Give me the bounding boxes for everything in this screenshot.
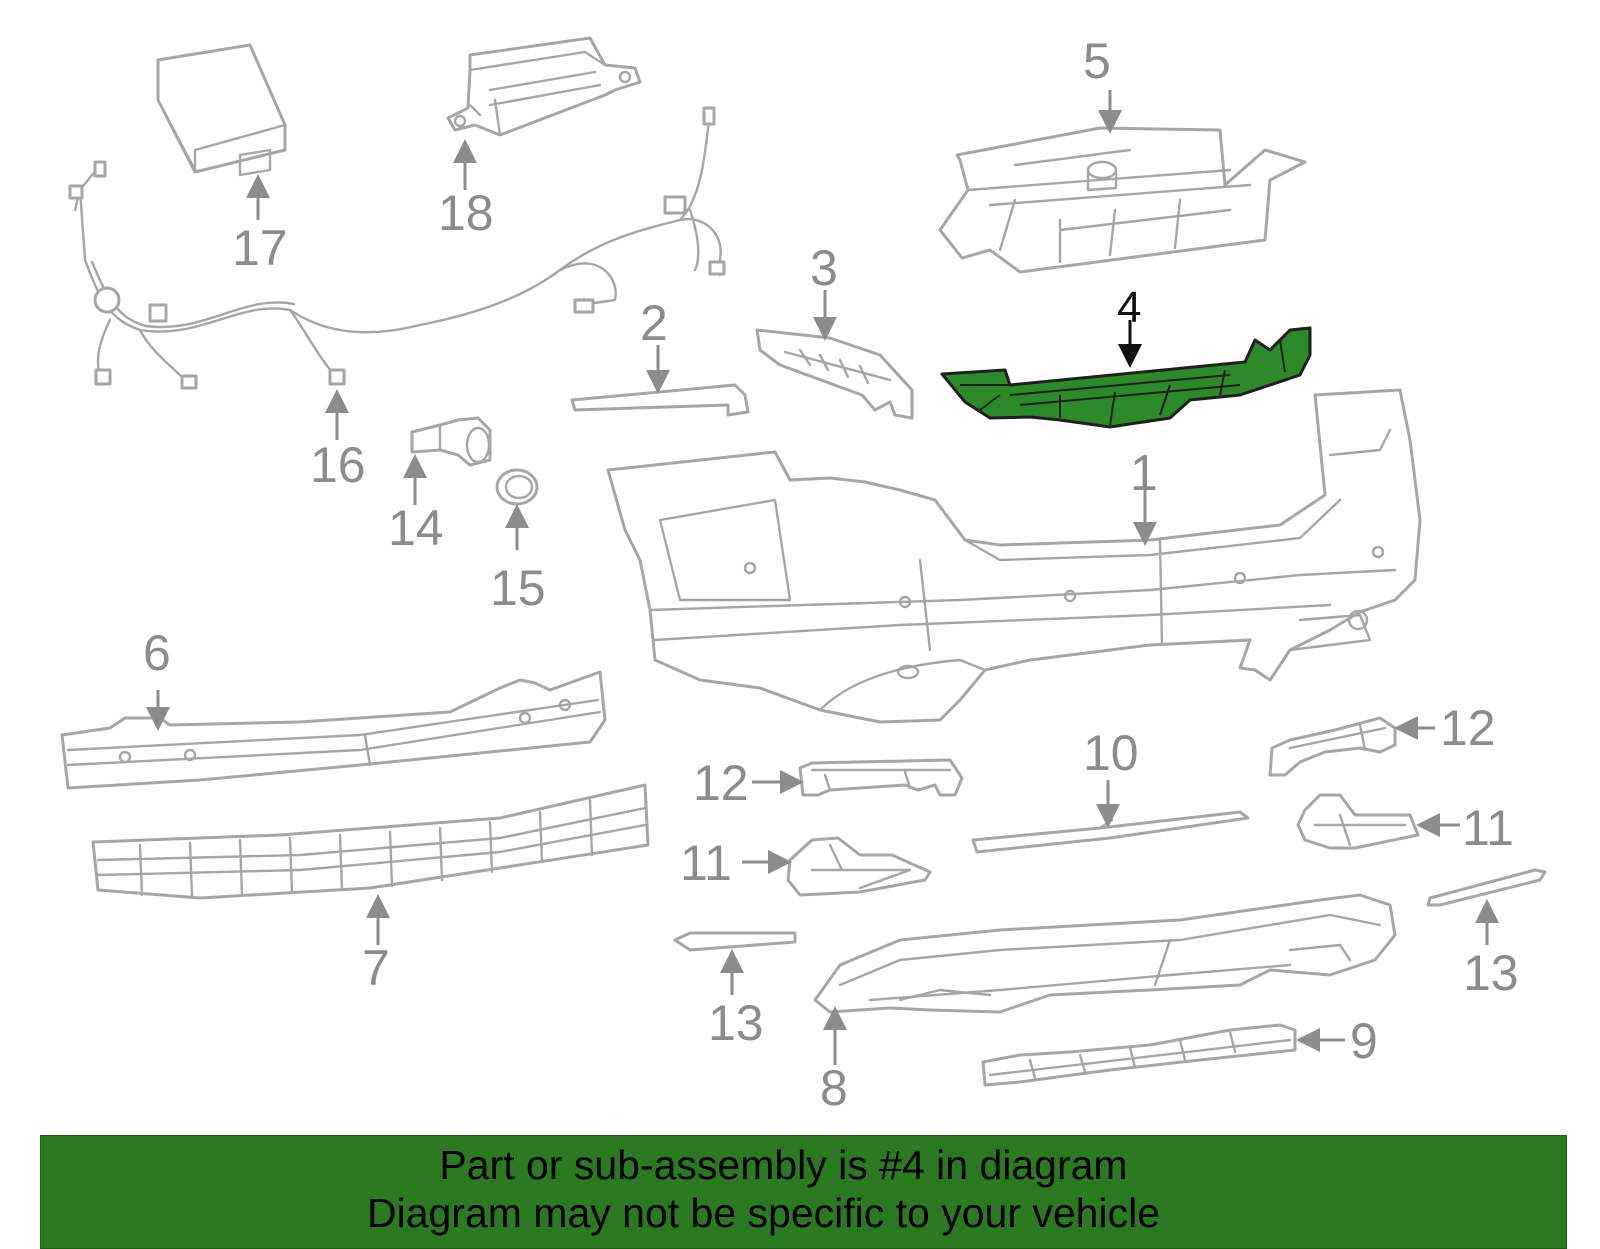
- part-17-module[interactable]: [156, 43, 287, 177]
- part-13-reflector-right[interactable]: [1426, 868, 1547, 907]
- callout-13b: 13: [1463, 945, 1519, 1001]
- callout-9: 9: [1350, 1013, 1378, 1069]
- callout-15: 15: [490, 560, 546, 616]
- callout-8: 8: [820, 1060, 848, 1116]
- banner-part-notice: Part or sub-assembly is #4 in diagram: [439, 1142, 1128, 1188]
- callout-12a: 12: [693, 755, 749, 811]
- callout-11a: 11: [680, 835, 732, 891]
- part-12-bracket-right[interactable]: [1268, 716, 1397, 777]
- part-3-side-bracket[interactable]: [755, 328, 914, 420]
- part-16-wiring-harness[interactable]: [68, 106, 726, 390]
- callout-12b: 12: [1440, 700, 1496, 756]
- callout-2: 2: [640, 295, 668, 351]
- part-7-energy-absorber[interactable]: [91, 783, 650, 900]
- callout-11b: 11: [1462, 800, 1514, 856]
- part-6-impact-beam[interactable]: [60, 670, 607, 790]
- callout-18: 18: [438, 185, 494, 241]
- part-9-lower-support[interactable]: [981, 1023, 1297, 1087]
- part-18-sensor-module[interactable]: [446, 36, 642, 137]
- part-8-lower-valance[interactable]: [813, 893, 1397, 1014]
- callout-10: 10: [1083, 725, 1139, 781]
- callout-1: 1: [1130, 445, 1158, 501]
- part-15-sensor-ring[interactable]: [495, 468, 539, 506]
- part-14-park-sensor[interactable]: [410, 416, 492, 467]
- part-10-molding[interactable]: [971, 810, 1250, 854]
- callout-14: 14: [388, 500, 444, 556]
- banner-disclaimer: Diagram may not be specific to your vehi…: [366, 1190, 1160, 1236]
- notice-banner: Part or sub-assembly is #4 in diagram Di…: [40, 1135, 1567, 1249]
- part-11-bezel-right[interactable]: [1296, 793, 1420, 850]
- callout-6: 6: [143, 625, 171, 681]
- part-11-bezel-left[interactable]: [786, 836, 932, 897]
- callout-4: 4: [1117, 283, 1141, 332]
- part-12-bracket-left[interactable]: [798, 758, 964, 797]
- part-5-support-tray[interactable]: [938, 126, 1307, 274]
- callout-7: 7: [362, 940, 390, 996]
- callout-13a: 13: [708, 995, 764, 1051]
- callout-3: 3: [810, 240, 838, 296]
- callout-5: 5: [1083, 33, 1111, 89]
- callout-16: 16: [310, 437, 366, 493]
- part-13-reflector-left[interactable]: [673, 931, 797, 952]
- part-4-bumper-bracket[interactable]: [940, 326, 1312, 429]
- part-1-bumper-fascia[interactable]: [606, 388, 1422, 724]
- callout-17: 17: [232, 220, 288, 276]
- part-2-trim-strip[interactable]: [570, 383, 750, 417]
